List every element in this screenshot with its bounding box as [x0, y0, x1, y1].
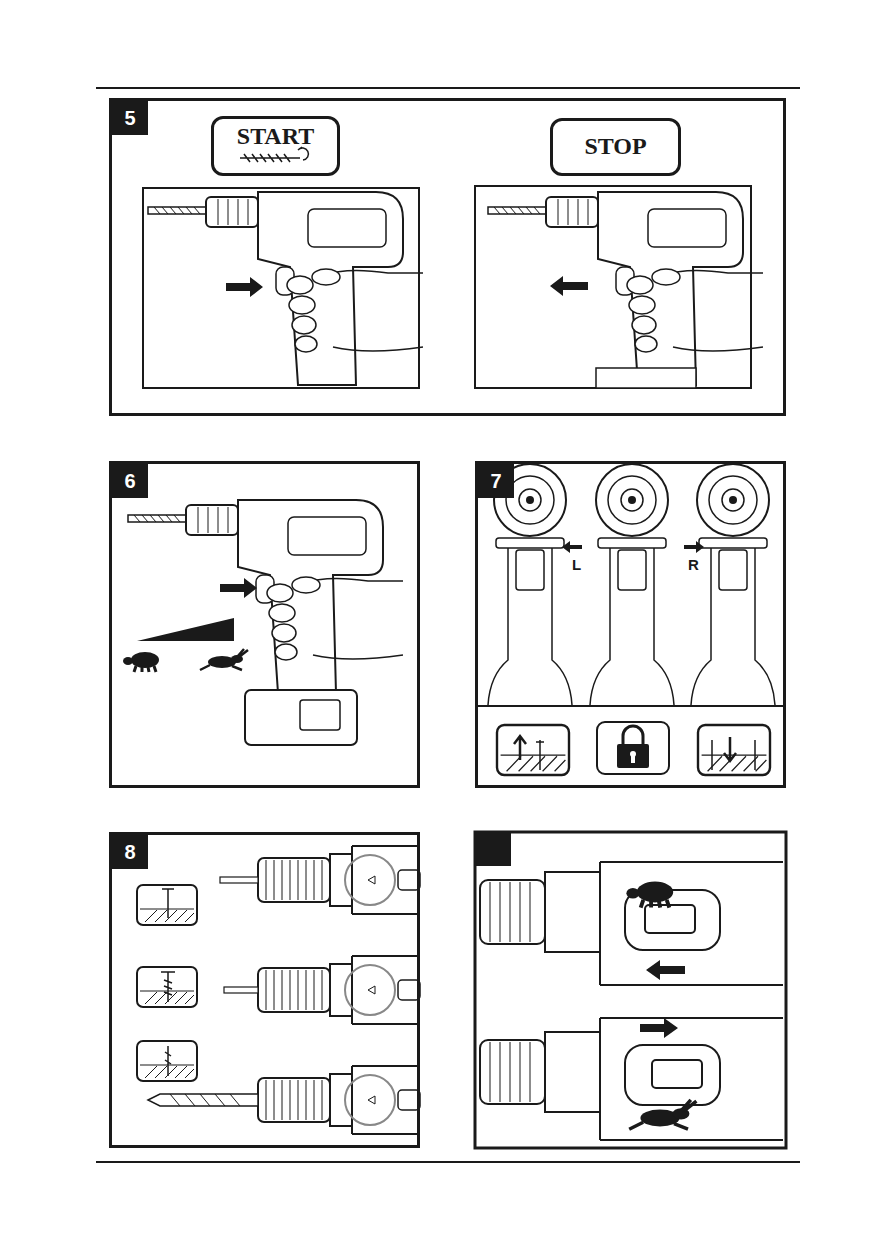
panel-nine-art: [475, 832, 786, 1148]
button-label: STOP: [553, 133, 678, 159]
figure-panel: 7: [475, 461, 786, 788]
panel-seven-art: [475, 464, 786, 775]
instruction-box: START: [211, 116, 340, 176]
instruction-box: STOP: [550, 118, 681, 176]
panel-eight-art: [137, 846, 420, 1134]
panel-six-art: [123, 500, 403, 745]
figure-number: 8: [112, 835, 148, 869]
figure-number: 7: [478, 464, 514, 498]
figure-panel: 6: [109, 461, 420, 788]
direction-label: R: [688, 557, 699, 573]
panel-five-art: [143, 147, 763, 388]
figure-number: 6: [112, 464, 148, 498]
figure-panel: 5START STOP: [109, 98, 786, 416]
button-label: START: [214, 123, 337, 149]
figure-panel: 8: [109, 832, 420, 1148]
figure-number: 5: [112, 101, 148, 135]
direction-label: L: [572, 557, 581, 573]
